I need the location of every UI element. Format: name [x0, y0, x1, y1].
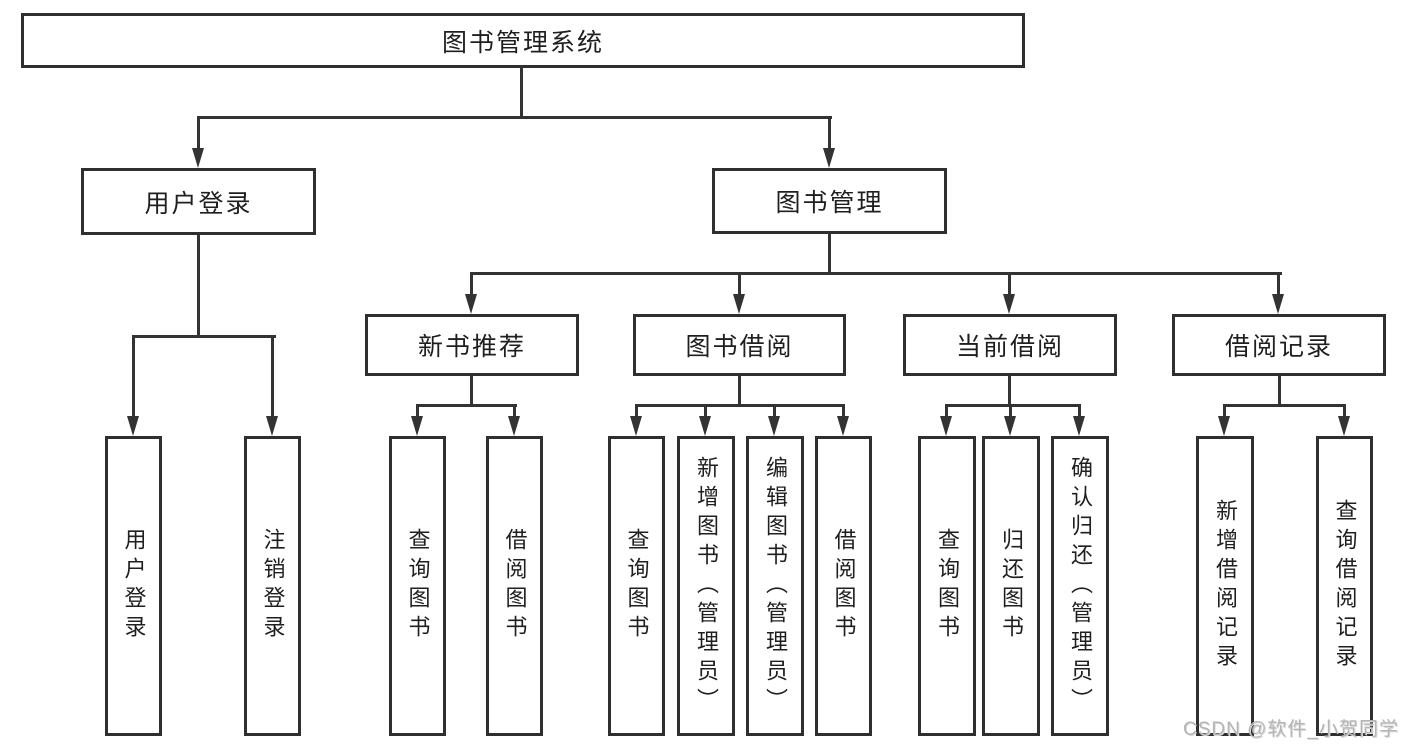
leaf-edit-book-admin: 编辑图书（管理员） — [746, 436, 804, 736]
connector-line — [132, 335, 276, 338]
connector-line — [945, 404, 948, 418]
node-label: 新书推荐 — [417, 333, 526, 361]
leaf-label: 新增借阅记录 — [1213, 499, 1238, 673]
leaf-add-borrow-record: 新增借阅记录 — [1196, 436, 1254, 736]
leaf-query-books-current: 查询图书 — [918, 436, 976, 736]
leaf-label: 新增图书（管理员） — [694, 455, 719, 717]
leaf-borrow-books-recommend: 借阅图书 — [486, 436, 543, 736]
arrowhead-icon — [1338, 416, 1350, 436]
arrowhead-icon — [508, 416, 520, 436]
connector-line — [635, 404, 845, 407]
node-user-login: 用户登录 — [81, 168, 316, 235]
node-current-borrow: 当前借阅 — [903, 314, 1117, 376]
arrowhead-icon — [733, 294, 745, 314]
csdn-watermark: CSDN @软件_小贺同学 — [1183, 719, 1399, 740]
arrowhead-icon — [266, 416, 278, 436]
node-book-borrow: 图书借阅 — [633, 314, 846, 376]
connector-line — [1223, 404, 1346, 407]
leaf-return-book: 归还图书 — [982, 436, 1040, 736]
connector-line — [470, 376, 473, 407]
leaf-label: 查询借阅记录 — [1332, 499, 1358, 673]
leaf-logout: 注销登录 — [244, 436, 301, 736]
connector-line — [132, 335, 135, 418]
leaf-label: 编辑图书（管理员） — [763, 455, 788, 717]
connector-line — [1009, 404, 1012, 418]
arrowhead-icon — [1003, 294, 1015, 314]
leaf-query-borrow-record: 查询借阅记录 — [1316, 436, 1373, 736]
connector-line — [1008, 376, 1011, 407]
connector-line — [1343, 404, 1346, 418]
arrowhead-icon — [1073, 416, 1085, 436]
connector-line — [416, 404, 517, 407]
arrowhead-icon — [823, 148, 835, 168]
node-label: 当前借阅 — [955, 333, 1064, 361]
leaf-confirm-return-admin: 确认归还（管理员） — [1051, 436, 1109, 736]
arrowhead-icon — [699, 416, 711, 436]
connector-line — [520, 66, 523, 118]
leaf-label: 查询图书 — [935, 528, 960, 644]
node-new-book-recommend: 新书推荐 — [365, 314, 579, 376]
connector-line — [271, 335, 274, 418]
leaf-add-book-admin: 新增图书（管理员） — [677, 436, 735, 736]
connector-line — [470, 272, 1282, 275]
leaf-query-books-recommend: 查询图书 — [389, 436, 446, 736]
arrowhead-icon — [411, 416, 423, 436]
node-label: 图书管理 — [775, 189, 884, 217]
node-label: 图书借阅 — [685, 333, 794, 361]
connector-line — [635, 404, 638, 418]
connector-line — [1223, 404, 1226, 418]
leaf-user-login: 用户登录 — [105, 436, 162, 736]
connector-line — [738, 272, 741, 297]
connector-line — [416, 404, 419, 418]
leaf-borrow-books-module: 借阅图书 — [815, 436, 872, 736]
leaf-label: 注销登录 — [260, 528, 286, 644]
arrowhead-icon — [1218, 416, 1230, 436]
leaf-label: 借阅图书 — [502, 528, 528, 644]
connector-line — [773, 404, 776, 418]
leaf-label: 查询图书 — [405, 528, 431, 644]
connector-line — [1078, 404, 1081, 418]
arrowhead-icon — [837, 416, 849, 436]
arrowhead-icon — [630, 416, 642, 436]
arrowhead-icon — [768, 416, 780, 436]
connector-line — [197, 116, 200, 150]
connector-line — [828, 116, 831, 150]
node-book-management: 图书管理 — [712, 168, 947, 234]
arrowhead-icon — [1272, 294, 1284, 314]
connector-line — [704, 404, 707, 418]
connector-line — [828, 234, 831, 275]
leaf-label: 归还图书 — [999, 528, 1024, 644]
node-label: 图书管理系统 — [441, 28, 604, 57]
connector-line — [945, 404, 1081, 407]
connector-line — [470, 272, 473, 297]
connector-line — [197, 116, 832, 119]
arrowhead-icon — [192, 148, 204, 168]
leaf-query-books-borrow: 查询图书 — [608, 436, 665, 736]
node-label: 用户登录 — [144, 189, 253, 218]
arrowhead-icon — [940, 416, 952, 436]
node-root: 图书管理系统 — [21, 13, 1025, 68]
connector-line — [197, 235, 200, 338]
connector-line — [1008, 272, 1011, 297]
connector-line — [842, 404, 845, 418]
connector-line — [738, 376, 741, 407]
leaf-label: 查询图书 — [624, 528, 650, 644]
leaf-label: 确认归还（管理员） — [1068, 455, 1093, 717]
node-label: 借阅记录 — [1224, 333, 1333, 361]
connector-line — [1277, 272, 1280, 297]
arrowhead-icon — [1004, 416, 1016, 436]
arrowhead-icon — [465, 294, 477, 314]
leaf-label: 用户登录 — [121, 528, 147, 644]
connector-line — [513, 404, 516, 418]
arrowhead-icon — [127, 416, 139, 436]
leaf-label: 借阅图书 — [831, 528, 857, 644]
connector-line — [1278, 376, 1281, 407]
node-borrow-records: 借阅记录 — [1172, 314, 1386, 376]
